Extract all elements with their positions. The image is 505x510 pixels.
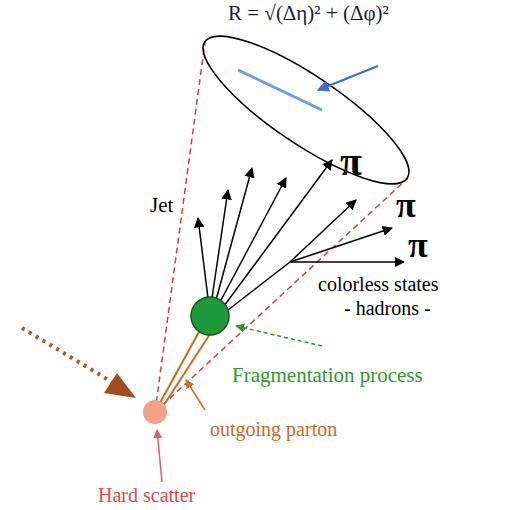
cone-ellipse bbox=[186, 14, 426, 207]
hard-scatter-dot bbox=[143, 400, 167, 424]
leader-arrow bbox=[318, 66, 378, 90]
state-label: - hadrons - bbox=[344, 297, 431, 319]
jet-label: Jet bbox=[150, 194, 173, 217]
leader-arrow bbox=[236, 326, 322, 346]
cone-edge bbox=[155, 42, 205, 412]
formula-label: R = √(Δη)² + (Δφ)² bbox=[228, 2, 389, 25]
pion-label: π bbox=[408, 226, 428, 266]
parton-label: outgoing parton bbox=[210, 418, 337, 440]
incoming-beam bbox=[22, 328, 112, 382]
radius-line bbox=[238, 70, 322, 110]
fragmentation-blob bbox=[191, 297, 229, 335]
scatter-label: Hard scatter bbox=[98, 484, 195, 506]
beam-head bbox=[104, 373, 136, 398]
pion-label: π bbox=[396, 186, 416, 226]
parton-line bbox=[158, 334, 210, 414]
leader-arrow bbox=[186, 380, 205, 410]
parton-line bbox=[155, 330, 200, 412]
process-label: Fragmentation process bbox=[232, 364, 423, 387]
pion-label: π bbox=[340, 140, 362, 184]
state-label: colorless states bbox=[318, 273, 439, 295]
leader-arrow bbox=[157, 430, 162, 482]
